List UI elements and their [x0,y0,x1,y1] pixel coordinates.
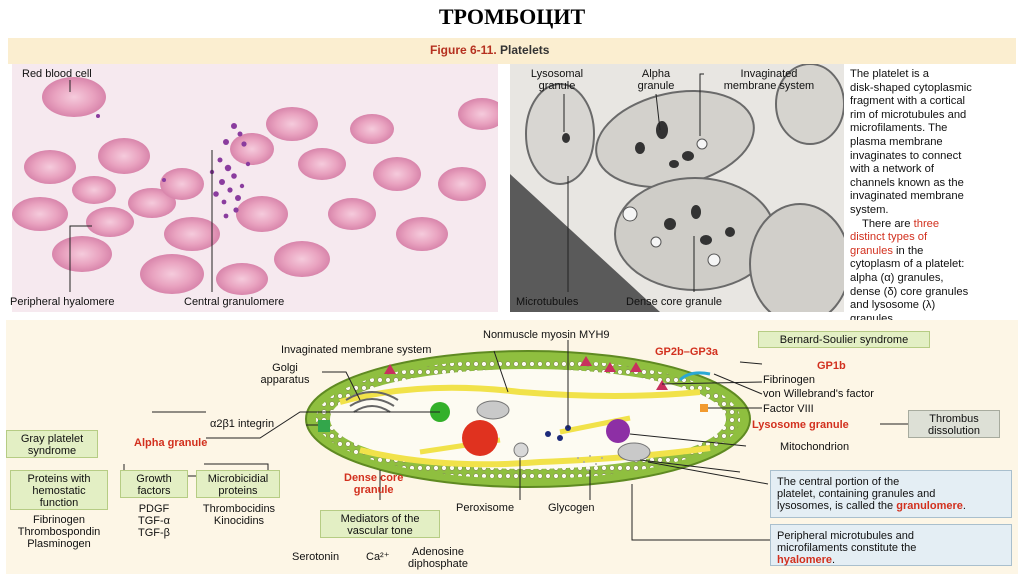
em-alpha-label: Alpha granule [637,68,675,92]
platelet-em-image [510,64,844,312]
factor-viii-label: Factor VIII [763,403,814,415]
mediators-box: Mediators of the vascular tone [320,510,440,538]
figure-name: Platelets [500,43,550,57]
mitochondrion-label: Mitochondrion [780,441,850,453]
mitochondrion-top [476,400,510,420]
golgi-label: Golgi apparatus [260,362,310,386]
growth-factors-box: Growth factors [120,470,188,498]
lysosome-granule-label: Lysosome granule [752,419,849,431]
red-blood-cell-label: Red blood cell [22,68,92,80]
nonmuscle-myosin-label: Nonmuscle myosin MYH9 [483,329,610,341]
light-micrograph [12,64,498,312]
figure-caption: Figure 6-11. Platelets [430,43,549,57]
integrin-marker [318,420,330,432]
peripheral-hyalomere-label: Peripheral hyalomere [10,296,115,308]
growth-list: PDGF TGF-α TGF-β [137,503,171,539]
figure-band [8,38,1016,64]
electron-micrograph [510,64,844,312]
granulomere-note: The central portion of the platelet, con… [770,470,1012,518]
hyalomere-note: Peripheral microtubules and microfilamen… [770,524,1012,566]
fibrinogen-label: Fibrinogen [763,374,815,386]
adenosine-label: Adenosine diphosphate [408,546,468,570]
peroxisome-label: Peroxisome [456,502,515,514]
figure-number: Figure 6-11. [430,43,497,57]
description-p2: There are three [862,217,940,230]
description-p1: The platelet is a disk-shaped cytoplasmi… [850,68,972,216]
glycogen [577,455,603,471]
microbicidial-list: Thrombocidins Kinocidins [202,503,276,527]
central-granulomere-label: Central granulomere [184,296,285,308]
bernard-soulier-box: Bernard-Soulier syndrome [758,331,930,348]
surface-receptors [384,356,668,390]
fibrinogen-strand [678,371,711,382]
em-invaginated-label: Invaginated membrane system [723,68,815,92]
hemostatic-list: Fibrinogen Thrombospondin Plasminogen [17,514,101,550]
calcium-label: Ca²⁺ [366,551,390,563]
thrombus-dissolution-box: Thrombus dissolution [908,410,1000,438]
gray-platelet-box: Gray platelet syndrome [6,430,98,458]
alpha-granule-label: Alpha granule [134,437,208,449]
em-dense-core-label: Dense core granule [626,296,723,308]
dense-core-label: Dense core granule [344,472,404,496]
von-willebrand-label: von Willebrand's factor [763,388,874,400]
page-title: ТРОМБОЦИТ [438,4,586,29]
proteins-hemostatic-box: Proteins with hemostatic function [10,470,108,510]
peroxisome [513,442,529,458]
em-vesicles [622,138,721,267]
em-microtubules-label: Microtubules [516,296,579,308]
serotonin-label: Serotonin [292,551,340,563]
invaginated-system-label: Invaginated membrane system [281,344,432,356]
platelet-body [305,350,751,488]
description-text: The platelet is a disk-shaped cytoplasmi… [850,68,1018,326]
platelet-cluster [96,114,251,219]
alpha-granule-red [462,420,498,456]
schematic-leaders [123,340,910,541]
gp1b-label: GP1b [817,360,846,372]
title-bar [0,0,1024,36]
integrin-label: α2β1 integrin [210,418,275,430]
golgi-apparatus [345,391,399,413]
lysosome-granule [606,419,630,443]
glycogen-label: Glycogen [548,502,595,514]
factor-viii-marker [700,404,708,412]
myosin [545,425,571,441]
gp2b-gp3a-label: GP2b–GP3a [655,346,718,358]
microbicidial-box: Microbicidial proteins [196,470,280,498]
em-lysosomal-label: Lysosomal granule [530,68,584,92]
mitochondrion [617,442,651,462]
platelet-profiles [525,64,844,312]
